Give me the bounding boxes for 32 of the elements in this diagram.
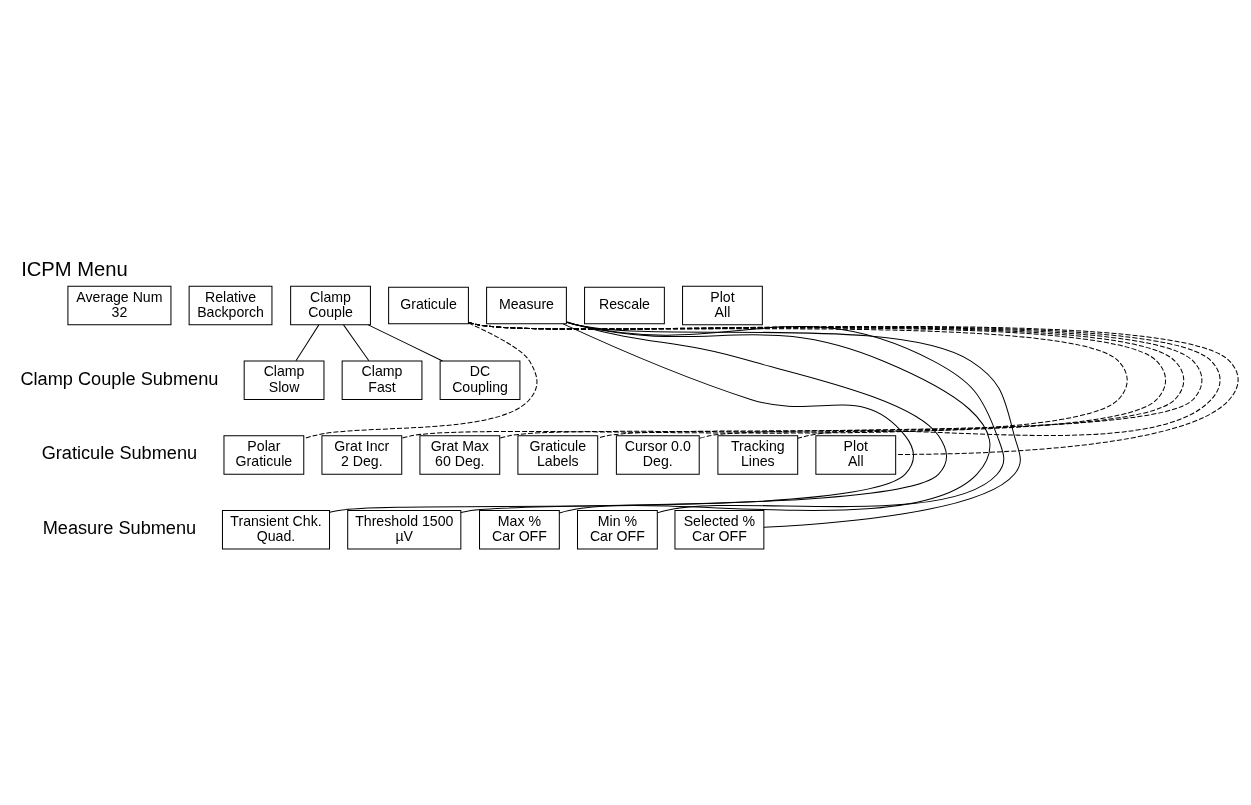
node-box: Tracking Lines bbox=[717, 435, 799, 475]
label: Graticule Submenu bbox=[41, 443, 198, 464]
node-box: Graticule Labels bbox=[517, 435, 599, 475]
connector bbox=[303, 322, 538, 440]
node-box: Max % Car OFF bbox=[479, 510, 560, 550]
node-box: Transient Chk. Quad. bbox=[221, 510, 331, 550]
node-box: Selected % Car OFF bbox=[674, 510, 765, 550]
node-box: Min % Car OFF bbox=[577, 510, 658, 550]
connector bbox=[367, 324, 444, 362]
node-box: DC Coupling bbox=[439, 360, 521, 400]
connector bbox=[329, 323, 915, 513]
node-box: Cursor 0.0 Deg. bbox=[615, 435, 700, 475]
connector bbox=[295, 324, 320, 362]
connector bbox=[343, 324, 370, 362]
node-box: Threshold 1500 µV bbox=[347, 510, 462, 550]
node-box: Measure bbox=[486, 286, 567, 325]
node-box: Polar Graticule bbox=[223, 435, 305, 475]
diagram-title: ICPM Menu bbox=[21, 258, 128, 281]
node-box: Grat Incr 2 Deg. bbox=[321, 435, 403, 475]
node-box: Grat Max 60 Deg. bbox=[419, 435, 501, 475]
node-box: Average Num 32 bbox=[67, 285, 172, 326]
node-box: Clamp Couple bbox=[290, 285, 371, 326]
label: Measure Submenu bbox=[42, 518, 197, 539]
connector bbox=[460, 321, 948, 514]
node-box: Rescale bbox=[584, 286, 665, 325]
node-box: Relative Backporch bbox=[188, 285, 273, 326]
node-box: Graticule bbox=[388, 286, 469, 325]
node-box: Plot All bbox=[682, 285, 763, 326]
node-box: Clamp Slow bbox=[243, 360, 325, 400]
node-box: Clamp Fast bbox=[341, 360, 423, 400]
node-box: Plot All bbox=[815, 435, 897, 475]
label: Clamp Couple Submenu bbox=[20, 368, 219, 389]
